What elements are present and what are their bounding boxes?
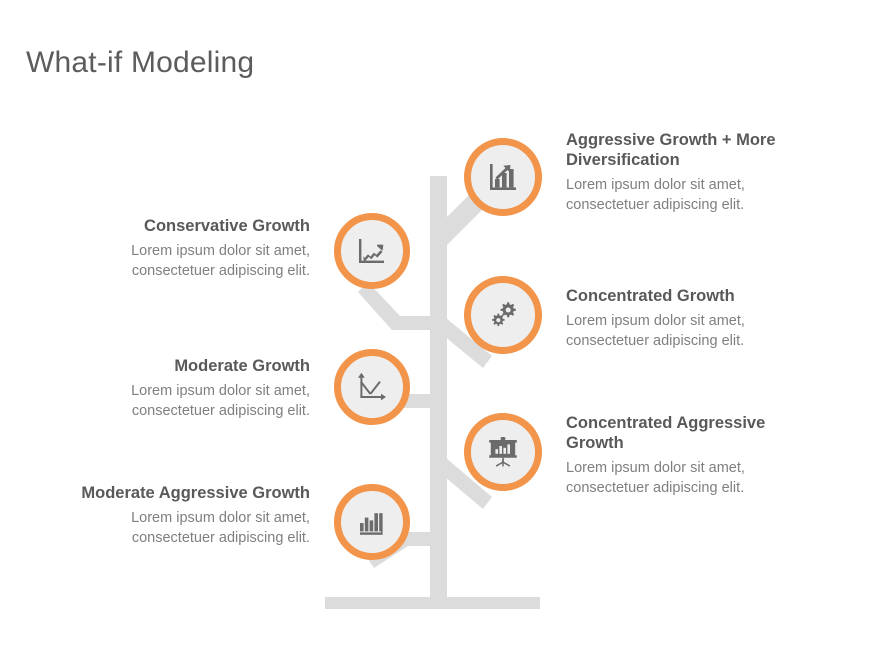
node-heading: Moderate Aggressive Growth: [81, 484, 310, 502]
text-block-concentrated-aggressive-growth: Concentrated Aggressive Growth Lorem ips…: [566, 413, 821, 498]
node-body: Lorem ipsum dolor sit amet, consectetuer…: [566, 460, 745, 496]
node-body: Lorem ipsum dolor sit amet, consectetuer…: [131, 243, 310, 279]
text-block-concentrated-growth: Concentrated Growth Lorem ipsum dolor si…: [566, 286, 816, 351]
node-heading: Concentrated Growth: [566, 287, 735, 305]
node-body: Lorem ipsum dolor sit amet, consectetuer…: [131, 383, 310, 419]
ground-bar: [325, 597, 540, 609]
bar-chart-growth-arrow-icon: [486, 160, 520, 194]
node-body: Lorem ipsum dolor sit amet, consectetuer…: [131, 510, 310, 546]
node-heading: Aggressive Growth + More Diversification: [566, 131, 776, 170]
node-body: Lorem ipsum dolor sit amet, consectetuer…: [566, 177, 745, 213]
solid-bar-chart-icon: [356, 506, 388, 538]
node-conservative-growth[interactable]: [334, 213, 410, 289]
supply-demand-cross-chart-icon: [355, 370, 389, 404]
node-moderate-growth[interactable]: [334, 349, 410, 425]
page-title: What-if Modeling: [26, 46, 255, 79]
text-block-moderate-aggressive-growth: Moderate Aggressive Growth Lorem ipsum d…: [56, 483, 310, 548]
node-heading: Conservative Growth: [144, 217, 310, 235]
node-heading: Moderate Growth: [174, 357, 310, 375]
text-block-aggressive-growth-more-diversification: Aggressive Growth + More Diversification…: [566, 130, 816, 215]
tree-trunk: [430, 176, 447, 604]
node-concentrated-aggressive-growth[interactable]: [464, 413, 542, 491]
node-moderate-aggressive-growth[interactable]: [334, 484, 410, 560]
gears-icon: [487, 299, 519, 331]
text-block-moderate-growth: Moderate Growth Lorem ipsum dolor sit am…: [56, 356, 310, 421]
text-block-conservative-growth: Conservative Growth Lorem ipsum dolor si…: [56, 216, 310, 281]
branch-to-conservative-growth: [358, 282, 430, 330]
node-concentrated-growth[interactable]: [464, 276, 542, 354]
line-chart-up-arrow-icon: [355, 234, 389, 268]
node-aggressive-growth-more-diversification[interactable]: [464, 138, 542, 216]
node-body: Lorem ipsum dolor sit amet, consectetuer…: [566, 313, 745, 349]
node-heading: Concentrated Aggressive Growth: [566, 414, 766, 453]
presentation-board-chart-icon: [486, 435, 520, 469]
